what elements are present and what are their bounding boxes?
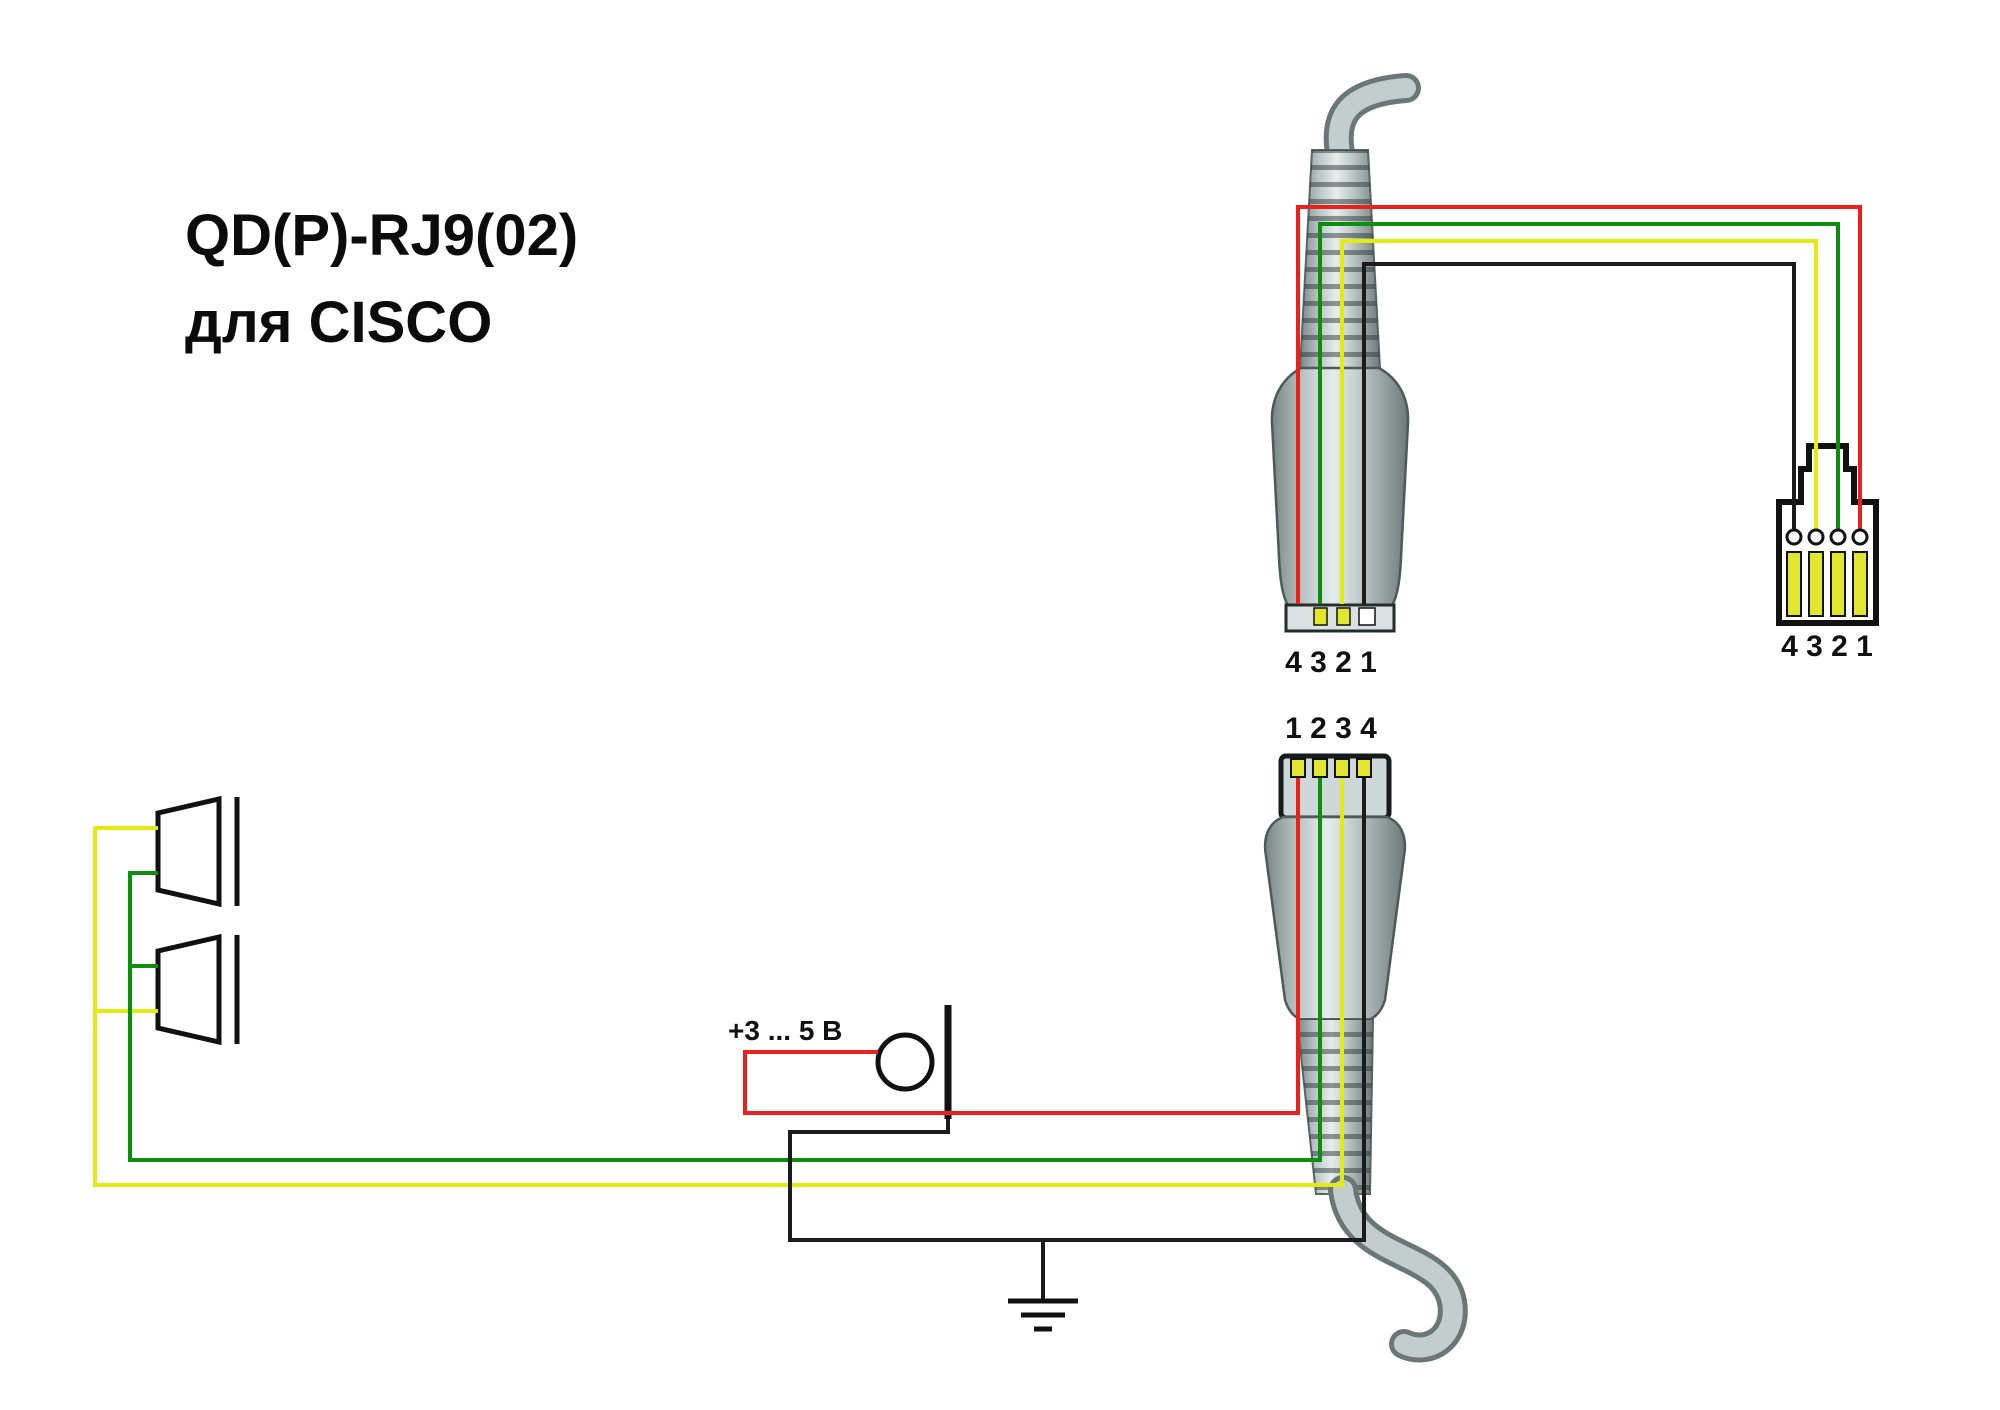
- speaker-bottom-driver: [155, 933, 222, 1046]
- wire-red-bottom: [743, 778, 1300, 1115]
- wire-red-top: [1296, 205, 1862, 604]
- qd-bottom-contact-2: [1312, 758, 1328, 778]
- rj9-pin-4: [1786, 551, 1802, 617]
- ground-symbol: [1008, 1240, 1078, 1332]
- qd-bottom-contact-4: [1356, 758, 1372, 778]
- qd-top-contact-slot: [1358, 607, 1376, 626]
- rj9-contacts: [1785, 528, 1869, 617]
- qd-top-contact-1: [1313, 607, 1328, 626]
- qd-bottom-body: [1263, 815, 1407, 1023]
- speaker-top: [155, 795, 240, 908]
- wire-black-top: [1362, 262, 1796, 604]
- mic-voltage-label: +3 ... 5 В: [728, 1015, 842, 1046]
- top-wire-harness: [1296, 205, 1862, 604]
- title-line-1: QD(P)-RJ9(02): [185, 203, 579, 268]
- qd-bottom-contact-3: [1334, 758, 1350, 778]
- title-line-2: для CISCO: [185, 290, 493, 355]
- speaker-top-driver: [155, 795, 222, 908]
- qd-connector-bottom: [1263, 753, 1468, 1363]
- wire-green-bottom: [128, 778, 1322, 1162]
- rj9-wire-entry-2: [1829, 528, 1847, 546]
- rj9-wire-entry-1: [1851, 528, 1869, 546]
- rj9-pin-3: [1808, 551, 1824, 617]
- diagram-title: QD(P)-RJ9(02) для CISCO: [185, 192, 578, 366]
- qd-bottom-contact-1: [1290, 758, 1306, 778]
- rj9-pin-numbers: 4 3 2 1: [1781, 630, 1873, 663]
- speaker-bottom: [155, 933, 240, 1046]
- wire-yellow-top: [1340, 239, 1818, 604]
- qd-bottom-pin-numbers: 1 2 3 4: [1285, 712, 1377, 745]
- qd-top-pin-numbers: 4 3 2 1: [1285, 646, 1377, 679]
- qd-bottom-strain-relief-ribs: [1297, 1019, 1373, 1194]
- rj9-wire-entry-4: [1785, 528, 1803, 546]
- rj9-outline: [1776, 443, 1879, 626]
- microphone-capsule: [875, 1032, 935, 1092]
- qd-top-cable-inner: [1328, 78, 1416, 172]
- wire-yellow-bottom: [93, 778, 1344, 1187]
- wire-black-bottom: [788, 778, 1366, 1242]
- rj9-wire-entry-3: [1807, 528, 1825, 546]
- rj9-pin-2: [1830, 551, 1846, 617]
- wire-green-top: [1318, 222, 1840, 604]
- rj9-plug: [1776, 443, 1879, 626]
- rj9-pin-1: [1852, 551, 1868, 617]
- microphone: [875, 1005, 952, 1119]
- bottom-wire-harness: [93, 778, 1366, 1242]
- qd-top-contact-2: [1336, 607, 1351, 626]
